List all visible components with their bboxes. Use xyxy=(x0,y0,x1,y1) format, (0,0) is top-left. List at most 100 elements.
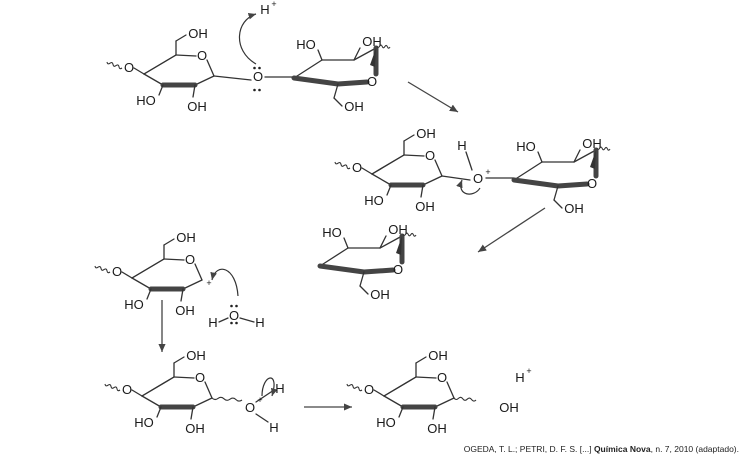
citation-authors: OGEDA, T. L.; PETRI, D. F. S. [...] xyxy=(464,444,594,454)
step2-protonated-oxygen: O xyxy=(473,171,483,186)
step3-released-ring-c3-hydroxyl: OH xyxy=(388,222,408,237)
step4-ring-c3-oh-bond xyxy=(156,406,162,418)
step4-o-h-bond-lower xyxy=(255,413,269,423)
step1-ring-left-c6-oh-bond xyxy=(175,34,187,42)
step3-released-ring-c1-c2-bond xyxy=(319,247,349,267)
step1-proton-charge: + xyxy=(271,0,276,9)
product-anomeric-hydroxyl: OH xyxy=(499,400,519,415)
step1-ring-right-chain-wavy-bond xyxy=(376,44,391,49)
step2-o-h-bond xyxy=(465,151,473,171)
step3-water-lone-pair xyxy=(230,321,233,325)
step1-proton-h: H xyxy=(260,2,269,17)
step3-water-lone-pair xyxy=(235,321,238,325)
step1-oxygen-lone-pair xyxy=(258,66,261,70)
step1-c1-o-bond xyxy=(213,75,252,81)
step3-curly-arrow xyxy=(210,268,239,297)
step3-ring-carbocation-c3-oh-bond xyxy=(146,288,152,300)
step3-water-lone-pair xyxy=(230,304,233,308)
step2-ring-left-ring-oxygen: O xyxy=(425,148,435,163)
step3-water-lone-pair xyxy=(235,304,238,308)
step4-ring-ring-oxygen: O xyxy=(195,370,205,385)
step3-ring-carbocation-c6-oh-bond xyxy=(163,238,175,246)
step1-ring-right-ring-oxygen: O xyxy=(367,74,377,89)
step1-ring-left-c4-o-bond xyxy=(133,67,145,75)
step3-ring-carbocation-ring-oxygen: O xyxy=(185,252,195,267)
step2-ring-right-c5-c6-bond xyxy=(553,185,559,201)
step2-ring-right-c5-ring-o-front-bond xyxy=(555,181,590,189)
step4-anomeric-wavy-bond xyxy=(211,396,243,402)
step1-ring-left-o5-c1-bond xyxy=(206,59,215,77)
step4-hydrogen-upper: H xyxy=(275,381,284,396)
step3-released-ring-c6-hydroxyl: OH xyxy=(370,287,390,302)
step3-ring-carbocation-c1-c2-bond xyxy=(182,279,203,290)
step1-ring-right-c2-hydroxyl: HO xyxy=(296,37,316,52)
molecule-layer xyxy=(94,34,611,423)
step3-ring-carbocation-c2-oh-bond xyxy=(180,288,184,302)
step2-ring-right-c3-hydroxyl: OH xyxy=(582,136,602,151)
step1-oxygen-lone-pair xyxy=(253,88,256,92)
arrow-layer xyxy=(158,12,546,411)
step4-ring-c2-hydroxyl: OH xyxy=(185,421,205,436)
step1-ring-right-c3-hydroxyl: OH xyxy=(362,34,382,49)
step2-ring-right-c1-c2-bond xyxy=(513,161,543,181)
step4-ring-c1-c2-bond xyxy=(192,397,213,408)
step1-ring-left-c5-o5-bond xyxy=(175,54,197,57)
citation-journal: Química Nova xyxy=(594,444,651,454)
step3-ring-carbocation-o5-c1-bond xyxy=(194,263,203,281)
step4-ring-c4-c5-bond xyxy=(141,376,175,397)
step4-ring-c2-oh-bond xyxy=(190,406,194,420)
step2-added-hydrogen: H xyxy=(457,138,466,153)
step4-ring-o5-c1-bond xyxy=(204,381,213,399)
step2-ring-left-c2-oh-bond xyxy=(420,184,424,198)
product-anomeric-wavy-bond xyxy=(453,396,477,402)
product-ring-ring-oxygen: O xyxy=(437,370,447,385)
step2-ring-right-c6-oh-bond xyxy=(553,199,563,209)
step2-ring-left-c4-c5-bond xyxy=(371,154,405,175)
step1-ring-right-c6-hydroxyl: OH xyxy=(344,99,364,114)
product-ring-c6-hydroxyl: OH xyxy=(428,348,448,363)
step1-ring-right-c6-oh-bond xyxy=(333,97,343,107)
step4-ring-c6-hydroxyl: OH xyxy=(186,348,206,363)
step4-o-h-bond-upper xyxy=(255,389,275,403)
step3-water-hydrogen-left: H xyxy=(208,315,217,330)
step3-water-hydrogen-right: H xyxy=(255,315,264,330)
step2-ring-right-ring-oxygen: O xyxy=(587,176,597,191)
step2-ring-right-c3-oh-bond xyxy=(573,149,581,163)
step3-water-oxygen: O xyxy=(229,308,239,323)
step2-ring-left-c1-c2-bond xyxy=(422,175,443,186)
step1-ring-right-c3-c4-bond xyxy=(353,47,377,61)
step3-water-h-bond-left xyxy=(218,317,229,323)
step3-ring-carbocation-c6-hydroxyl: OH xyxy=(176,230,196,245)
citation-source: OGEDA, T. L.; PETRI, D. F. S. [...] Quím… xyxy=(464,444,739,454)
product-ring-c4-c5-bond xyxy=(383,376,417,397)
step2-ring-right-c2-hydroxyl: HO xyxy=(516,139,536,154)
step1-ring-left-ring-oxygen: O xyxy=(197,48,207,63)
step4-ring-c6-oh-bond xyxy=(173,356,185,364)
step3-water-h-bond-right xyxy=(239,317,255,323)
step3-released-ring-ring-oxygen: O xyxy=(393,262,403,277)
product-ring-c2-oh-bond xyxy=(432,406,436,420)
step3-released-ring-c3-c4-bond xyxy=(379,235,403,249)
step1-curly-arrow xyxy=(238,12,257,65)
product-proton-h: H xyxy=(515,370,524,385)
step1-ring-right-c1-c5-front-bond xyxy=(291,75,341,87)
step3-released-ring-c5-ring-o-front-bond xyxy=(361,267,396,275)
step2-ring-right-c3-c4-bond xyxy=(573,149,597,163)
product-ring-c4-glycosidic-oxygen: O xyxy=(364,382,374,397)
step2-ring-right-c2-oh-bond xyxy=(537,151,543,163)
step1-ring-left-c3-hydroxyl: HO xyxy=(136,93,156,108)
step1-ring-left-c3-oh-bond xyxy=(158,84,164,96)
step1-to-step2-arrow xyxy=(407,81,459,113)
product-ring-chain-wavy-bond xyxy=(346,383,363,392)
step4-ring-c4-o-bond xyxy=(131,389,143,397)
product-ring-c3-oh-bond xyxy=(398,406,404,418)
step1-ring-right-c1-c2-bond xyxy=(293,59,323,79)
step1-ring-left-c1-c2-bond xyxy=(194,75,215,86)
step1-ring-left-c2-hydroxyl: OH xyxy=(187,99,207,114)
step2-oxonium-charge: + xyxy=(485,167,490,177)
step3-released-ring-c3-oh-bond xyxy=(379,235,387,249)
step2-ring-left-c4-c3-bond xyxy=(371,173,392,186)
product-ring-c5-o5-bond xyxy=(415,376,437,379)
step2-c1-o-bond xyxy=(441,175,471,181)
